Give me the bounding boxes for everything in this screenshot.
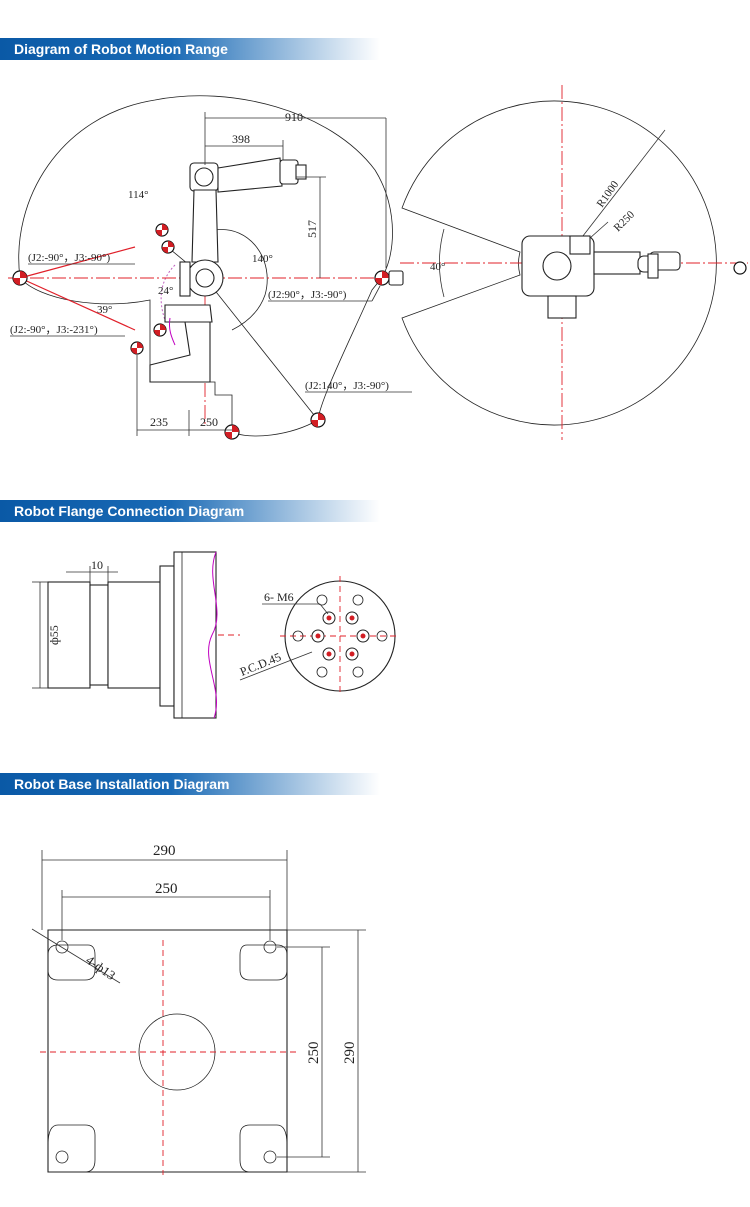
pose-marker-lower-inner: [153, 323, 167, 337]
dim-label-250-right: 250: [306, 1042, 322, 1065]
flange-front-view: 6- M6 P.C.D.45: [238, 576, 400, 696]
robot-top-tool: [647, 253, 659, 279]
pose-marker-bottom-right: [310, 412, 326, 428]
corner-pad-tr: [239, 944, 288, 981]
radius-label-r250: R250: [612, 208, 638, 234]
flange-ring: [89, 584, 109, 686]
base-plate-outline: [47, 929, 288, 1173]
flange-bolt-holes: [311, 611, 370, 661]
pose-marker-upper-left: [155, 223, 169, 237]
top-work-envelope: [401, 100, 717, 426]
pose-marker-bottom: [224, 424, 240, 440]
forearm-link: [217, 157, 283, 193]
pose-label-j2-m90-j3-m231: (J2:-90°，J3:-231°): [10, 324, 98, 336]
dim-label-250-top: 250: [155, 881, 178, 897]
flange-hole-outer: [376, 630, 388, 642]
pose-label-j2-90-j3-m90: (J2:90°，J3:-90°): [268, 289, 347, 301]
flange-hole-outer: [352, 666, 364, 678]
dim-label-235: 235: [150, 415, 168, 429]
pose-leader: [371, 285, 381, 302]
flange-hole-outer: [316, 666, 328, 678]
mount-hole-tr: [263, 940, 277, 954]
dim-label-398: 398: [232, 132, 250, 146]
robot-base: [149, 321, 211, 383]
angle-arc-40: [439, 228, 445, 298]
pose-label-j2-140-j3-m90: (J2:140°，J3:-90°): [305, 380, 389, 392]
robot-top-lower: [547, 295, 577, 319]
tool-flange: [295, 164, 307, 180]
flange-collar: [159, 565, 175, 707]
mount-hole-tl: [55, 940, 69, 954]
angle-label-39: 39°: [97, 304, 112, 316]
section-title: Diagram of Robot Motion Range: [14, 41, 228, 57]
shoulder-joint-hub: [195, 268, 215, 288]
hole-leader: [31, 928, 121, 984]
reach-line-j2-140: [204, 277, 319, 421]
cable-curve: [169, 317, 176, 346]
mount-hole-bl: [55, 1150, 69, 1164]
upper-arm-link: [191, 189, 219, 263]
flange-break-line: [208, 551, 218, 719]
pcd-leader: [239, 651, 313, 681]
dim-label-910: 910: [285, 110, 303, 124]
dim-label-290-top: 290: [153, 843, 176, 859]
mount-hole-br: [263, 1150, 277, 1164]
dim-label-290-right: 290: [342, 1042, 358, 1065]
section-banner-base: Robot Base Installation Diagram: [0, 773, 380, 795]
section-banner-flange: Robot Flange Connection Diagram: [0, 500, 380, 522]
flange-shaft: [107, 581, 161, 689]
upper-joint-hub: [194, 167, 214, 187]
robot-top-cover: [569, 235, 591, 255]
pose-marker-left: [12, 270, 28, 286]
flange-body: [173, 551, 217, 719]
pose-marker-right: [374, 270, 390, 286]
angle-label-140: 140°: [252, 253, 273, 265]
section-banner-motion-range: Diagram of Robot Motion Range: [0, 38, 380, 60]
pose-marker-top-right: [733, 261, 747, 275]
reach-line: [19, 277, 136, 331]
dim-label-250: 250: [200, 415, 218, 429]
flange-holes-label: 6- M6: [264, 590, 294, 604]
flange-hole-outer: [352, 594, 364, 606]
corner-pad-bl: [47, 1124, 96, 1173]
corner-pad-tl: [47, 944, 96, 981]
section-title: Robot Flange Connection Diagram: [14, 503, 245, 519]
side-view-diagram: 910 398 517 235 250 114° 140° 24° 39° (J…: [8, 95, 412, 440]
dim-label-10: 10: [91, 558, 103, 572]
reach-line: [19, 246, 136, 279]
motor-housing: [179, 261, 191, 297]
robot-top-joint: [542, 251, 572, 281]
flange-hole-outer: [292, 630, 304, 642]
pose-marker-lower-left: [130, 341, 144, 355]
flange-side-view: ф55 10: [32, 551, 240, 719]
base-installation-diagram: 290 250 4-ф13 250 290: [31, 843, 366, 1175]
inner-reach-dotted: [160, 264, 176, 321]
section-title: Robot Base Installation Diagram: [14, 776, 230, 792]
radius-label-r1000: R1000: [595, 178, 622, 209]
turntable: [164, 304, 213, 323]
flange-pcd-label: P.C.D.45: [238, 650, 283, 679]
angle-label-24: 24°: [158, 285, 173, 297]
inner-envelope-arc: [214, 229, 268, 331]
robot-top-arm: [593, 251, 641, 275]
pose-label-j2-m90-j3-m90: (J2:-90°，J3:-90°): [28, 252, 110, 264]
pose-marker-inner: [161, 240, 175, 254]
wrist-joint: [279, 159, 299, 185]
dim-label-d55: ф55: [47, 625, 61, 645]
dim-label-517: 517: [305, 220, 319, 238]
corner-pad-br: [239, 1124, 288, 1173]
holes-leader: [319, 603, 329, 615]
angle-label-114: 114°: [128, 189, 149, 201]
flange-hole-outer: [316, 594, 328, 606]
angle-label-40: 40°: [430, 261, 445, 273]
top-view-diagram: R1000 R250 40°: [400, 85, 748, 440]
flange-end-right: [388, 270, 404, 286]
